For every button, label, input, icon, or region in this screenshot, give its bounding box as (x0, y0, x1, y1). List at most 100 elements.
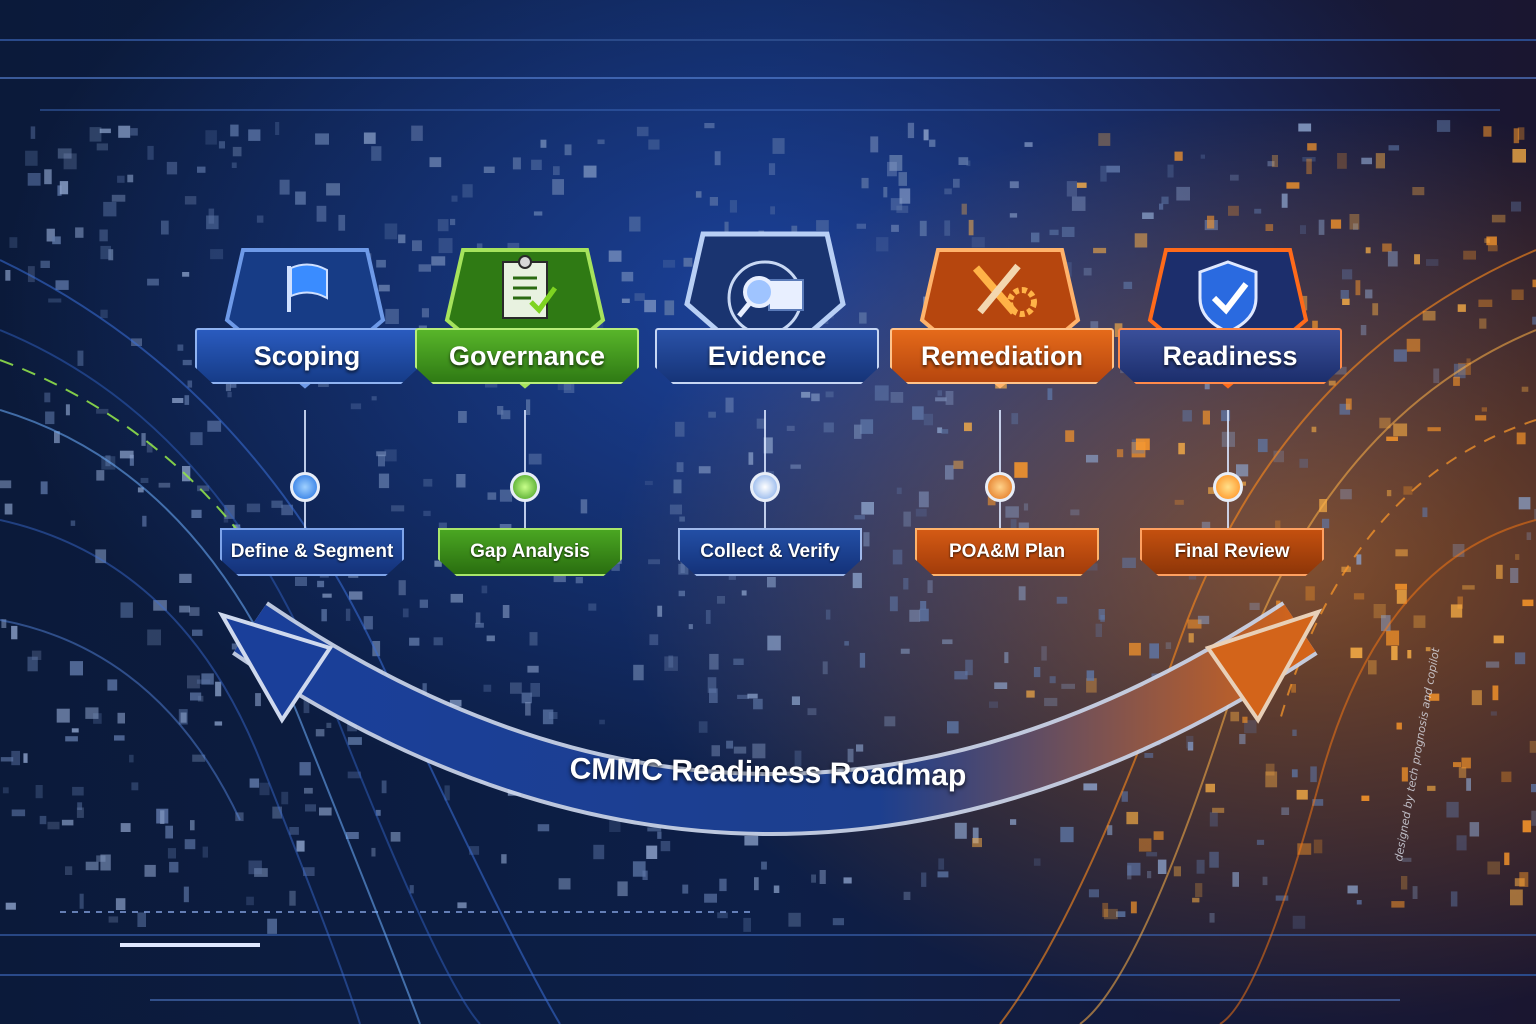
data-pixel (187, 380, 193, 388)
data-pixel (1393, 423, 1408, 437)
data-pixel (887, 161, 897, 177)
data-pixel (1236, 464, 1249, 477)
timeline-node-evidence (750, 472, 780, 502)
data-pixel (801, 391, 811, 398)
data-pixel (69, 661, 83, 676)
data-pixel (192, 754, 206, 762)
data-pixel (1302, 157, 1316, 162)
data-pixel (678, 590, 685, 597)
data-pixel (75, 227, 84, 238)
data-pixel (1197, 615, 1210, 625)
data-pixel (230, 124, 239, 137)
data-pixel (462, 184, 473, 198)
data-pixel (153, 600, 167, 611)
data-pixel (558, 878, 571, 890)
data-pixel (1023, 503, 1029, 511)
data-pixel (1123, 281, 1133, 289)
data-pixel (1406, 338, 1421, 352)
data-pixel (525, 702, 531, 716)
data-pixel (303, 867, 315, 876)
data-pixel (1310, 766, 1317, 783)
data-pixel (953, 460, 964, 469)
data-pixel (717, 596, 725, 604)
data-pixel (874, 385, 889, 401)
data-pixel (664, 656, 678, 671)
data-pixel (903, 511, 911, 527)
data-pixel (385, 308, 399, 324)
data-pixel (210, 249, 224, 260)
stage-title-scoping: Scoping (195, 328, 419, 384)
data-pixel (634, 293, 645, 301)
data-pixel (1339, 403, 1351, 415)
data-pixel (363, 616, 373, 630)
data-pixel (1353, 593, 1365, 600)
data-pixel (583, 165, 597, 178)
data-pixel (1491, 214, 1506, 223)
data-pixel (754, 877, 759, 891)
data-pixel (737, 694, 749, 699)
data-pixel (1457, 596, 1463, 609)
data-pixel (958, 157, 969, 165)
data-pixel (1174, 151, 1183, 161)
data-pixel (711, 745, 720, 757)
data-pixel (1532, 316, 1536, 325)
data-pixel (321, 609, 327, 622)
data-pixel (852, 572, 862, 589)
stage-remediation: Remediation (890, 240, 1114, 440)
tools-gear-icon (972, 263, 1037, 317)
data-pixel (1403, 486, 1413, 495)
data-pixel (1182, 410, 1192, 422)
data-pixel (1461, 757, 1471, 769)
data-pixel (191, 509, 202, 518)
data-pixel (1345, 398, 1352, 410)
data-pixel (756, 418, 766, 429)
data-pixel (719, 878, 727, 892)
data-pixel (1514, 652, 1526, 665)
data-pixel (1208, 487, 1215, 494)
data-pixel (861, 177, 869, 189)
data-pixel (733, 746, 747, 754)
data-pixel (521, 692, 532, 704)
data-pixel (376, 259, 386, 268)
data-pixel (1026, 690, 1035, 698)
data-pixel (40, 481, 48, 495)
data-pixel (11, 809, 26, 817)
data-pixel (890, 198, 903, 211)
data-pixel (1265, 224, 1274, 231)
data-pixel (510, 682, 522, 694)
data-pixel (192, 629, 203, 636)
data-pixel (1071, 196, 1086, 211)
data-pixel (1340, 489, 1352, 500)
data-pixel (773, 885, 780, 893)
data-pixel (476, 243, 483, 249)
data-pixel (1350, 647, 1363, 659)
data-pixel (1360, 325, 1367, 336)
data-pixel (501, 854, 507, 864)
data-pixel (422, 683, 427, 695)
data-pixel (530, 683, 540, 697)
data-pixel (531, 159, 542, 170)
data-pixel (1412, 886, 1418, 899)
data-pixel (304, 787, 313, 794)
roadmap-arc-arrow (217, 601, 1323, 836)
data-pixel (832, 918, 844, 926)
data-pixel (502, 605, 510, 618)
data-pixel (289, 827, 299, 835)
data-pixel (85, 861, 99, 871)
data-pixel (971, 237, 985, 248)
data-pixel (683, 257, 693, 267)
data-pixel (65, 404, 70, 416)
data-pixel (1342, 269, 1353, 280)
data-pixel (1271, 155, 1278, 168)
data-pixel (249, 778, 260, 788)
data-pixel (129, 454, 134, 466)
data-pixel (1483, 126, 1492, 137)
data-pixel (1486, 236, 1497, 246)
data-pixel (1033, 667, 1041, 678)
data-pixel (1147, 871, 1152, 879)
data-pixel (1365, 289, 1373, 299)
data-pixel (279, 179, 290, 195)
data-pixel (597, 139, 605, 145)
data-pixel (1382, 243, 1392, 252)
